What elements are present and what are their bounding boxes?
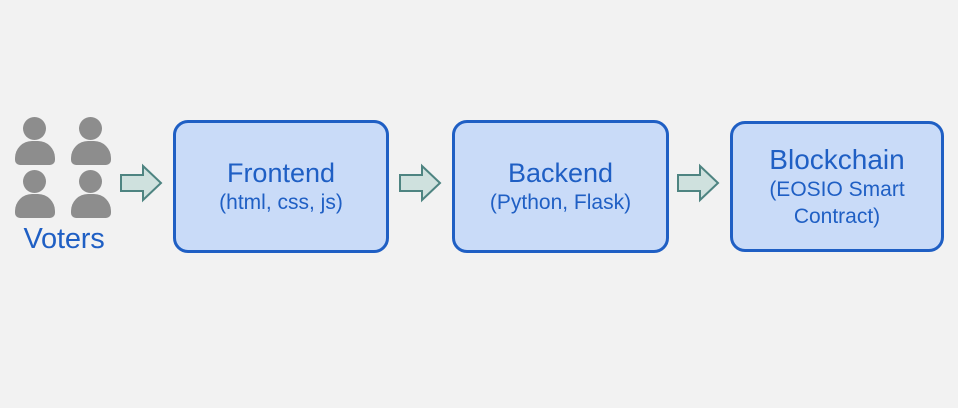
person-body: [15, 194, 55, 218]
person-head: [23, 170, 46, 193]
person-icon: [11, 116, 59, 166]
person-head: [23, 117, 46, 140]
node-blockchain-title: Blockchain: [769, 144, 905, 175]
people-group-icon: [11, 116, 117, 220]
arrow-right-icon: [119, 163, 163, 203]
person-icon: [11, 169, 59, 219]
person-body: [71, 141, 111, 165]
person-icon: [67, 169, 115, 219]
person-body: [71, 194, 111, 218]
voters-actor: Voters: [8, 116, 120, 261]
node-backend-subtitle: (Python, Flask): [489, 191, 632, 214]
voters-label: Voters: [23, 223, 105, 255]
arrow-right-icon: [676, 163, 720, 203]
person-body: [15, 141, 55, 165]
person-head: [79, 170, 102, 193]
person-icon: [67, 116, 115, 166]
node-blockchain-subtitle-line-2: Contract): [793, 205, 881, 228]
arrow-right-icon: [398, 163, 442, 203]
node-frontend-title: Frontend: [226, 158, 336, 188]
node-backend[interactable]: Backend (Python, Flask): [452, 120, 669, 253]
person-head: [79, 117, 102, 140]
node-frontend[interactable]: Frontend (html, css, js): [173, 120, 389, 253]
node-blockchain[interactable]: Blockchain (EOSIO Smart Contract): [730, 121, 944, 252]
node-blockchain-subtitle-line-1: (EOSIO Smart: [769, 178, 905, 201]
node-frontend-subtitle: (html, css, js): [219, 191, 343, 214]
node-backend-title: Backend: [507, 158, 614, 188]
